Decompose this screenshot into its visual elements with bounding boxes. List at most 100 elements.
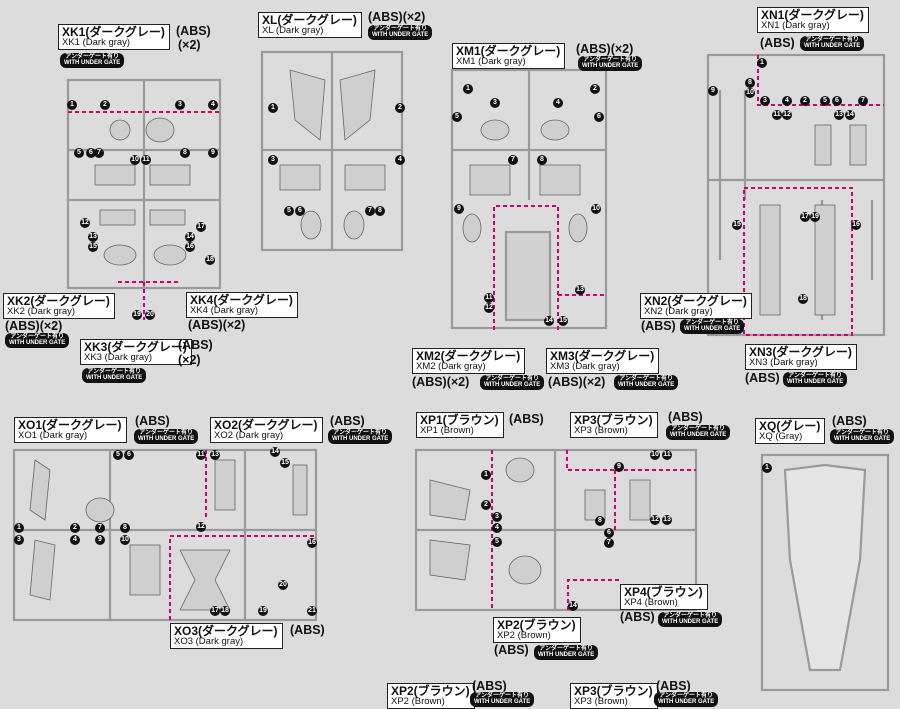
runner-label-xo2: XO2(ダークグレー) XO2 (Dark gray) (210, 417, 323, 443)
part-number: 8 (375, 206, 385, 216)
part-number: 8 (180, 148, 190, 158)
part-number: 1 (14, 523, 24, 533)
part-number: 10 (591, 204, 601, 214)
part-number: 18 (798, 294, 808, 304)
runner-color: XO1 (Dark gray) (18, 430, 88, 442)
runner-name: XP3(ブラウン) (574, 684, 653, 698)
runner-name: XQ(グレー) (759, 419, 821, 433)
part-number: 3 (175, 100, 185, 110)
runner-name: XP2(ブラウン) (391, 684, 470, 698)
part-number: 4 (70, 535, 80, 545)
part-number: 14 (845, 110, 855, 120)
part-number: 17 (210, 606, 220, 616)
part-number: 18 (205, 255, 215, 265)
runner-name: XK3(ダークグレー) (84, 340, 187, 354)
material-label: (ABS) (290, 623, 325, 637)
material-label: (ABS) (656, 679, 691, 693)
runner-color: XK3 (Dark gray) (84, 352, 153, 364)
runner-name: XO1(ダークグレー) (18, 418, 122, 432)
quantity-label: (×2) (178, 353, 201, 367)
material-label: (ABS) (135, 414, 170, 428)
part-number: 2 (800, 96, 810, 106)
part-number: 16 (851, 220, 861, 230)
part-number: 1 (481, 470, 491, 480)
runner-label-xq: XQ(グレー) XQ (Gray) (755, 418, 826, 444)
part-number: 13 (575, 285, 585, 295)
runner-color: XK4 (Dark gray) (190, 305, 259, 317)
runner-color: XL (Dark gray) (262, 25, 324, 37)
runner-label-xn2: XN2(ダークグレー) XN2 (Dark gray) (640, 293, 752, 319)
part-number: 4 (395, 155, 405, 165)
part-number: 19 (132, 310, 142, 320)
material-label: (ABS) (745, 371, 780, 385)
material-label: (ABS) (178, 338, 213, 352)
part-number: 7 (94, 148, 104, 158)
part-number: 18 (220, 606, 230, 616)
part-number: 13 (210, 450, 220, 460)
material-label: (ABS)(×2) (548, 375, 606, 389)
material-label: (ABS)(×2) (368, 10, 426, 24)
runner-color: XP2 (Brown) (391, 696, 445, 708)
part-number: 19 (258, 606, 268, 616)
part-number: 3 (490, 98, 500, 108)
runner-label-xk4: XK4(ダークグレー) XK4 (Dark gray) (186, 292, 298, 318)
part-number: 21 (307, 606, 317, 616)
runner-name: XN2(ダークグレー) (644, 294, 747, 308)
material-label: (ABS) (176, 24, 211, 38)
part-number: 13 (88, 232, 98, 242)
part-number: 2 (100, 100, 110, 110)
part-number: 6 (594, 112, 604, 122)
runner-color: XP3 (Brown) (574, 696, 628, 708)
part-number: 17 (196, 222, 206, 232)
part-number: 10 (130, 155, 140, 165)
part-number: 10 (120, 535, 130, 545)
runner-color: XM1 (Dark gray) (456, 56, 526, 68)
part-number: 15 (88, 242, 98, 252)
runner-name: XM3(ダークグレー) (550, 349, 655, 363)
runner-label-xo1: XO1(ダークグレー) XO1 (Dark gray) (14, 417, 127, 443)
material-label: (ABS) (509, 412, 544, 426)
part-number: 4 (782, 96, 792, 106)
part-number: 9 (208, 148, 218, 158)
part-number: 6 (604, 528, 614, 538)
runner-color: XN2 (Dark gray) (644, 306, 713, 318)
runner-name: XN1(ダークグレー) (761, 8, 864, 22)
runner-name: XM1(ダークグレー) (456, 44, 561, 58)
part-number: 12 (484, 303, 494, 313)
runner-name: XP4(ブラウン) (624, 585, 703, 599)
runner-frame-xo (12, 448, 318, 622)
part-number: 14 (185, 232, 195, 242)
part-number: 9 (708, 86, 718, 96)
runner-color: XO2 (Dark gray) (214, 430, 284, 442)
part-number: 8 (537, 155, 547, 165)
part-number: 7 (95, 523, 105, 533)
runner-color: XO3 (Dark gray) (174, 636, 244, 648)
part-number: 16 (307, 538, 317, 548)
runner-label-xk2: XK2(ダークグレー) XK2 (Dark gray) (3, 293, 115, 319)
part-number: 7 (858, 96, 868, 106)
runner-label-xk1: XK1(ダークグレー) XK1 (Dark gray) (58, 24, 170, 50)
runner-name: XO3(ダークグレー) (174, 624, 278, 638)
runner-color: XQ (Gray) (759, 431, 803, 443)
part-number: 12 (80, 218, 90, 228)
runner-label-xm1: XM1(ダークグレー) XM1 (Dark gray) (452, 43, 566, 69)
material-label: (ABS) (832, 414, 867, 428)
part-number: 2 (590, 84, 600, 94)
part-number: 12 (782, 110, 792, 120)
material-label: (ABS) (641, 319, 676, 333)
runner-name: XK1(ダークグレー) (62, 25, 165, 39)
part-number: 6 (295, 206, 305, 216)
part-number: 8 (120, 523, 130, 533)
part-number: 1 (762, 463, 772, 473)
material-label: (ABS) (760, 36, 795, 50)
part-number: 5 (452, 112, 462, 122)
part-number: 15 (732, 220, 742, 230)
runner-name: XK4(ダークグレー) (190, 293, 293, 307)
